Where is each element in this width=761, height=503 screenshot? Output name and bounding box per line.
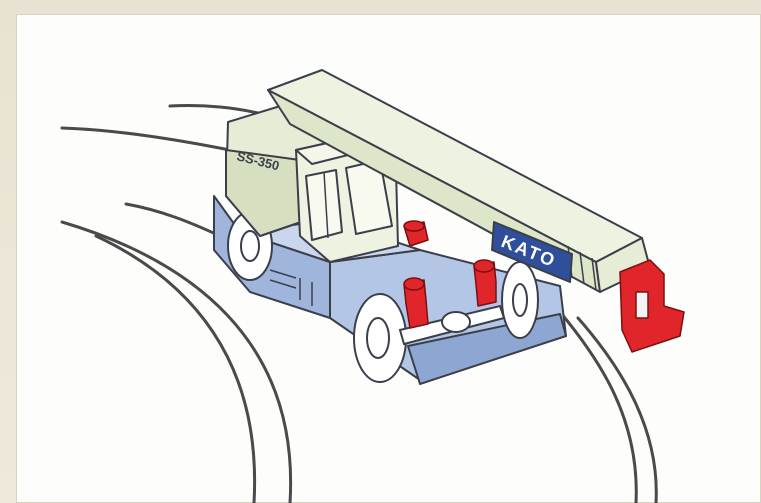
track-line-outer-top [170,105,262,114]
cylinder-cap-front-left [404,278,424,290]
hook-block-slot [636,292,648,318]
axle-differential [442,312,470,332]
track-line-left-upper [62,128,240,152]
wheel-rear-left-hub [241,231,259,261]
wheel-front-right-hub [513,284,527,316]
cylinder-cap-front-right [474,260,494,272]
track-line-inner-arc [96,236,255,503]
cylinder-cap-rear [404,221,424,231]
hook-block [620,260,684,352]
wheel-front-left-hub [367,318,389,358]
track-line-left-mid [126,204,220,236]
